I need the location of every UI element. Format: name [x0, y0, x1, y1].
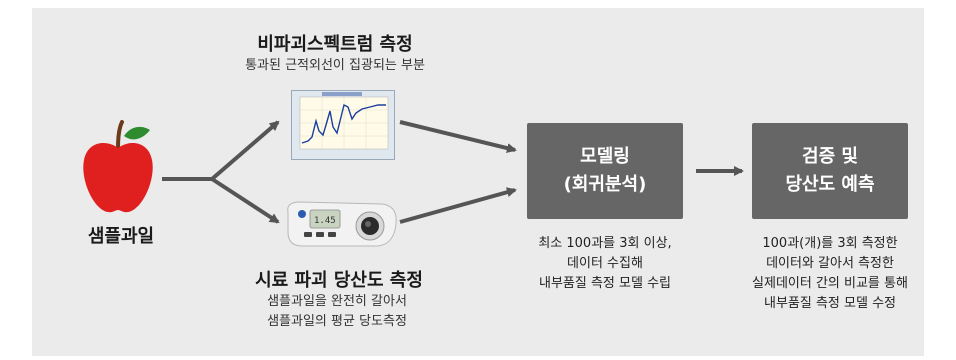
verify-description: 100과(개)를 3회 측정한 데이터와 갈아서 측정한 실제데이터 간의 비교… [718, 234, 942, 314]
sample-split-arrow [162, 120, 280, 224]
modeling-subtitle: (회귀분석) [563, 174, 647, 195]
spectrum-title: 비파괴스펙트럼 측정 [257, 34, 413, 55]
verify-desc-line-1: 100과(개)를 3회 측정한 [762, 236, 898, 251]
modeling-desc-line-2: 데이터 수집해 [567, 256, 643, 271]
destructive-description: 샘플과일을 완전히 갈아서 샘플과일의 평균 당도측정 [196, 292, 478, 332]
spectrum-subtitle: 통과된 근적외선이 집광되는 부분 [245, 58, 425, 73]
destructive-line-2: 샘플과일의 평균 당도측정 [267, 314, 407, 329]
destructive-line-1: 샘플과일을 완전히 갈아서 [267, 294, 407, 309]
modeling-box: 모델링 (회귀분석) [527, 123, 683, 219]
verify-subtitle: 당산도 예측 [785, 174, 875, 195]
verify-desc-line-2: 데이터와 갈아서 측정한 [766, 256, 894, 271]
sample-label: 샘플과일 [87, 226, 155, 247]
verify-box: 검증 및 당산도 예측 [752, 123, 908, 219]
svg-text:1.45: 1.45 [314, 216, 336, 226]
destructive-title: 시료 파괴 당산도 측정 [255, 270, 423, 291]
modeling-desc-line-1: 최소 100과를 3회 이상, [538, 236, 672, 251]
spectrum-graph-image [291, 90, 395, 160]
to-modeling-arrows [399, 120, 517, 224]
modeling-title: 모델링 [580, 146, 630, 167]
apple-icon [83, 120, 153, 213]
modeling-desc-line-3: 내부품질 측정 모델 수립 [539, 276, 671, 291]
verify-desc-line-4: 내부품질 측정 모델 수정 [764, 296, 896, 311]
verify-title: 검증 및 [802, 146, 858, 167]
refractometer-device-image: 1.45 [282, 196, 402, 252]
modeling-description: 최소 100과를 3회 이상, 데이터 수집해 내부품질 측정 모델 수립 [505, 234, 705, 294]
verify-desc-line-3: 실제데이터 간의 비교를 통해 [752, 276, 908, 291]
